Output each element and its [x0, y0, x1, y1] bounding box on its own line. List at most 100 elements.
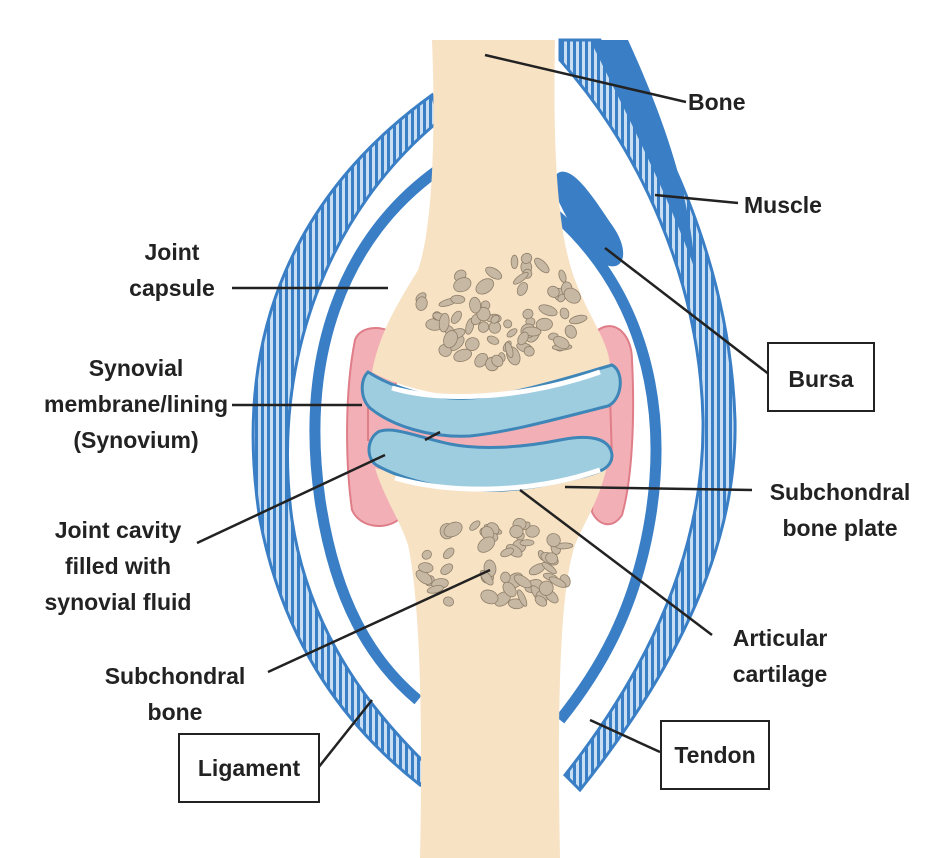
marrow-spot: [490, 314, 500, 324]
label-joint-cavity: Joint cavity filled with synovial fluid: [30, 512, 206, 620]
label-subchondral-bone-line-2: bone: [147, 699, 203, 725]
leader-muscle: [654, 193, 739, 205]
marrow-spot: [519, 539, 535, 547]
marrow-spot: [450, 310, 462, 324]
marrow-spot: [541, 561, 557, 575]
leader-articular-cartilage: [519, 489, 713, 636]
label-joint-capsule: Joint capsule: [118, 234, 226, 306]
marrow-spot: [465, 337, 480, 351]
leader-bone: [484, 53, 687, 104]
marrow-spot: [522, 308, 534, 320]
marrow-spot: [504, 341, 514, 358]
marrow-spot: [477, 321, 490, 333]
label-ligament: Ligament: [178, 733, 320, 803]
label-joint-cavity-line-2: filled with: [64, 553, 172, 579]
marrow-spot: [415, 296, 428, 311]
marrow-spot: [443, 521, 463, 538]
marrow-spot: [418, 562, 434, 573]
marrow-spot: [453, 348, 473, 363]
marrow-spot: [480, 589, 499, 605]
leader-lines: [196, 53, 771, 769]
marrow-spot: [538, 580, 554, 596]
label-subchondral-bone-line-1: Subchondral: [104, 663, 246, 689]
marrow-spot: [488, 321, 502, 334]
marrow-spot: [509, 524, 524, 539]
marrow-spot: [442, 547, 455, 560]
marrow-spot: [506, 328, 518, 338]
marrow-spot: [516, 589, 528, 607]
marrow-spot: [513, 574, 532, 589]
label-muscle: Muscle: [744, 192, 822, 218]
marrow-spot: [545, 552, 559, 565]
marrow-spot: [563, 287, 581, 304]
leader-bursa: [604, 247, 771, 376]
marrow-spot: [512, 271, 529, 285]
label-subchondral-bone-plate-line-2: bone plate: [782, 515, 898, 541]
marrow-spot: [503, 319, 513, 329]
label-articular-cartilage-line-1: Articular: [732, 625, 828, 651]
marrow-spot: [569, 314, 588, 325]
leader-joint-cavity: [196, 453, 386, 545]
joint-capsule-right: [552, 210, 662, 724]
leader-subchondral-bone-plate: [564, 485, 753, 492]
marrow-spot: [523, 346, 535, 357]
marrow-spot: [516, 282, 528, 296]
bursa: [553, 171, 624, 267]
marrow-spot: [450, 294, 466, 304]
label-subchondral-bone: Subchondral bone: [92, 658, 258, 730]
marrow-spot: [476, 306, 491, 322]
marrow-spot: [534, 257, 550, 274]
leader-cavity-marker: [424, 430, 441, 442]
label-bursa: Bursa: [767, 342, 875, 412]
marrow-spot: [559, 307, 570, 320]
marrow-spot: [548, 576, 567, 588]
marrow-spot: [534, 595, 548, 607]
label-joint-cavity-line-1: Joint cavity: [54, 517, 182, 543]
marrow-spot: [535, 317, 553, 331]
ligament-band-left: [251, 92, 442, 788]
marrow-spot: [485, 266, 503, 280]
marrow-spot: [510, 254, 519, 269]
muscle-tendon-band-right: [558, 38, 737, 793]
label-articular-cartilage-line-2: cartilage: [732, 661, 828, 687]
subchondral-bone-plate-lower: [394, 467, 601, 492]
marrow-spot: [438, 312, 450, 333]
marrow-spot: [443, 330, 458, 349]
marrow-spot: [442, 596, 455, 607]
leader-ligament: [317, 699, 373, 769]
label-synovial-membrane-line-2: membrane/lining: [44, 391, 229, 417]
joint-capsule-left: [309, 165, 442, 705]
label-joint-capsule-line-1: Joint: [144, 239, 200, 265]
label-subchondral-bone-plate: Subchondral bone plate: [755, 474, 925, 546]
leader-tendon: [589, 718, 661, 754]
marrow-spot: [415, 569, 433, 585]
lower-bone: [375, 462, 608, 858]
label-joint-capsule-line-2: capsule: [129, 275, 215, 301]
label-tendon: Tendon: [660, 720, 770, 790]
marrow-spot: [491, 354, 504, 368]
marrow-spot: [564, 324, 577, 339]
marrow-spot: [426, 585, 444, 594]
marrow-spot: [520, 252, 533, 264]
bone-marrow-spots-lower: [415, 517, 574, 610]
marrow-spot: [517, 331, 529, 346]
label-synovial-membrane-line-3: (Synovium): [73, 427, 199, 453]
muscle: [590, 40, 695, 270]
marrow-spot: [440, 563, 454, 575]
marrow-spot: [502, 581, 517, 598]
articular-cartilage-lower: [367, 428, 614, 492]
label-subchondral-bone-plate-line-1: Subchondral: [769, 479, 911, 505]
label-synovial-membrane-line-1: Synovial: [88, 355, 184, 381]
marrow-spot: [500, 547, 514, 558]
marrow-spot: [546, 533, 561, 548]
label-synovial-membrane: Synovial membrane/lining (Synovium): [44, 350, 228, 458]
marrow-spot: [538, 304, 558, 317]
marrow-spot: [421, 549, 432, 560]
subchondral-bone-plate-upper: [391, 369, 601, 399]
leader-subchondral-bone: [267, 568, 491, 674]
marrow-spot: [469, 520, 481, 531]
label-bone: Bone: [688, 89, 746, 115]
label-joint-cavity-line-3: synovial fluid: [44, 589, 192, 615]
marrow-spot: [469, 296, 482, 314]
